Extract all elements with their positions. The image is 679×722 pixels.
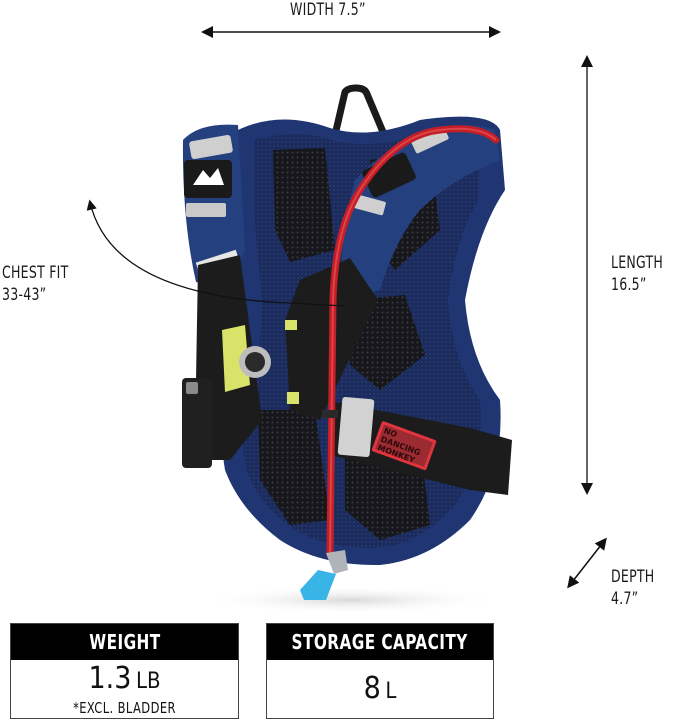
brand-logo-icon — [193, 168, 224, 185]
storage-value: 8 — [363, 671, 381, 706]
weight-value: 1.3 — [88, 661, 132, 696]
storage-unit: L — [385, 679, 397, 704]
width-label: WIDTH 7.5” — [290, 0, 366, 21]
reflective-strip — [354, 194, 386, 216]
carry-handle — [331, 84, 387, 136]
no-dancing-monkey-patch: NO DANCING MONKEY — [371, 421, 437, 471]
storage-value-row: 8 L — [267, 660, 493, 721]
reflective-strip — [189, 134, 233, 160]
weight-note-row: *EXCL. BLADDER — [11, 698, 238, 718]
weight-header-text: WEIGHT — [88, 630, 161, 654]
width-value: WIDTH 7.5” — [290, 0, 366, 20]
reflective-tab — [337, 396, 375, 458]
yellow-accent — [287, 392, 299, 404]
depth-arrow — [567, 537, 607, 589]
mesh-pad — [258, 410, 330, 525]
depth-title: DEPTH — [611, 567, 655, 587]
tube-clip — [322, 410, 338, 418]
ground-shadow — [200, 586, 500, 614]
logo-patch — [362, 152, 416, 198]
depth-label: DEPTH 4.7” — [611, 566, 654, 610]
yellow-accent — [285, 320, 297, 330]
storage-header: STORAGE CAPACITY — [267, 624, 493, 660]
yellow-accent — [222, 325, 250, 392]
chest-fit-label: CHEST FIT 33-43” — [2, 262, 69, 306]
chest-fit-arrow — [86, 199, 346, 307]
side-buckle — [182, 378, 212, 468]
weight-unit: LB — [135, 669, 161, 694]
chest-fit-title: CHEST FIT — [2, 263, 69, 283]
bite-valve-icon — [326, 550, 348, 574]
storage-header-text: STORAGE CAPACITY — [291, 630, 469, 654]
svg-text:NO: NO — [383, 426, 399, 439]
weight-note: *EXCL. BLADDER — [73, 699, 176, 717]
length-title: LENGTH — [611, 253, 664, 273]
length-label: LENGTH 16.5” — [611, 252, 663, 296]
depth-value: 4.7” — [611, 589, 639, 609]
storage-spec-box: STORAGE CAPACITY 8 L — [266, 623, 494, 719]
reflective-strip — [186, 203, 226, 217]
weight-spec-box: WEIGHT 1.3 LB *EXCL. BLADDER — [10, 623, 239, 719]
chest-fit-value: 33-43” — [2, 285, 47, 305]
weight-value-row: 1.3 LB — [11, 660, 238, 698]
weight-header: WEIGHT — [11, 624, 238, 660]
length-value: 16.5” — [611, 275, 647, 295]
mesh-pad — [273, 148, 335, 262]
